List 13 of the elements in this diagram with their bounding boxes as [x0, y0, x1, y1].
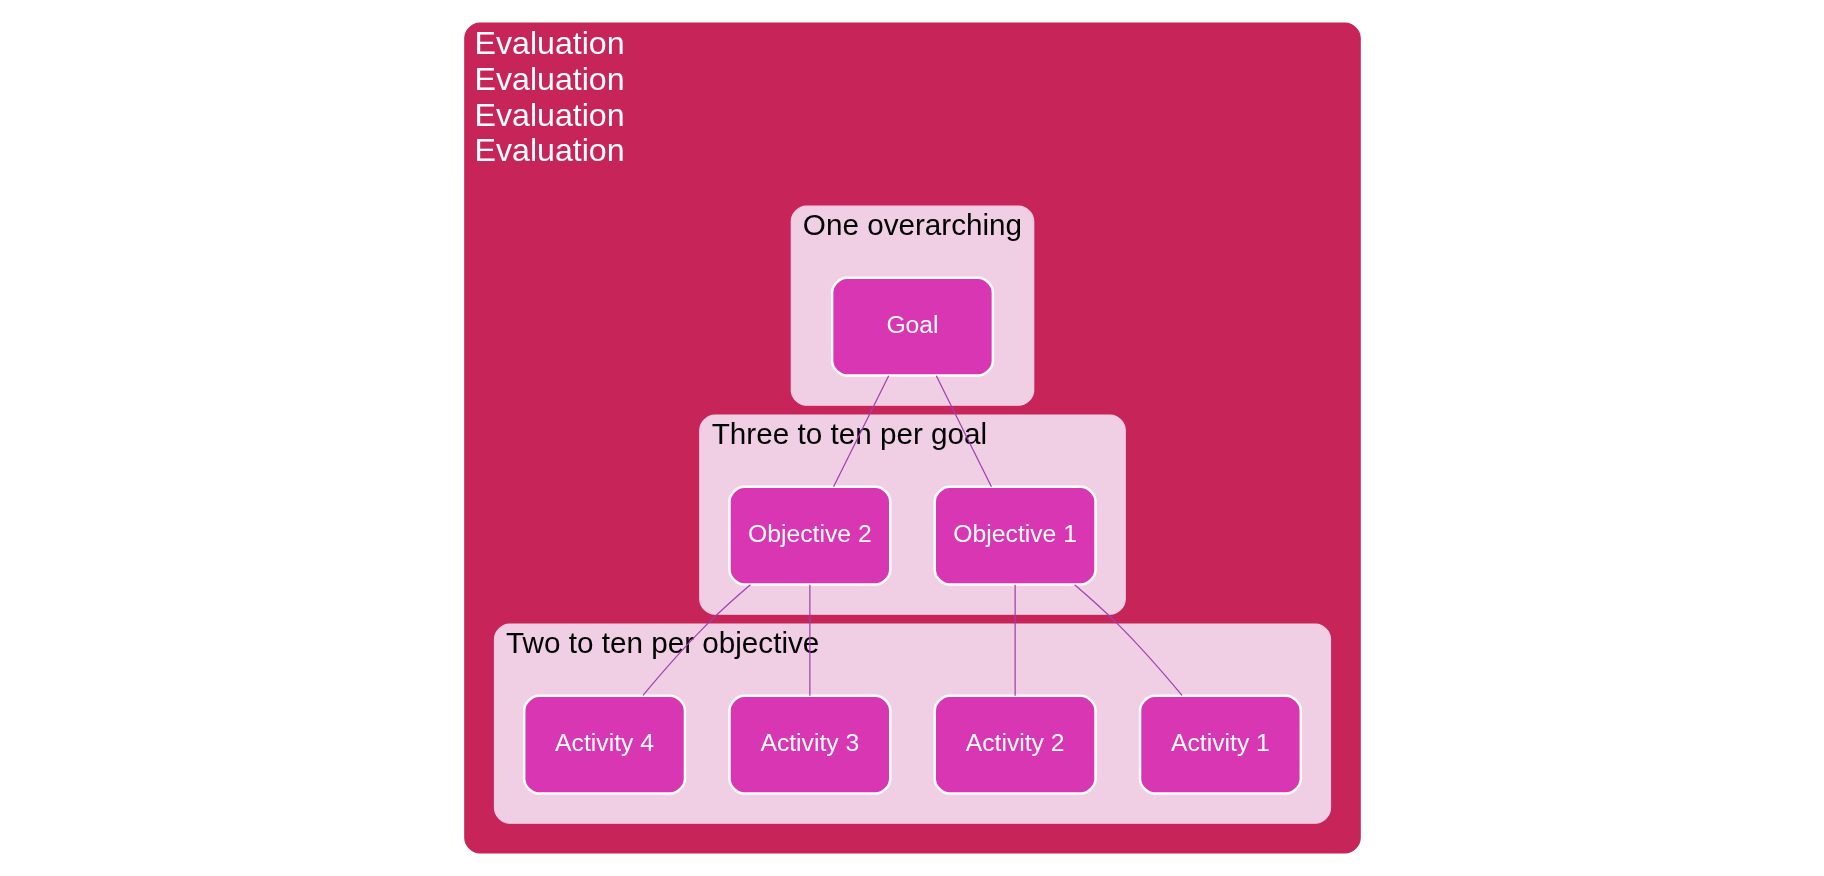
connector	[1014, 584, 1016, 697]
connector	[935, 375, 992, 488]
node-box: Objective 1	[933, 485, 1097, 586]
connector	[641, 584, 751, 697]
node-box: Activity 1	[1138, 694, 1302, 795]
node-box: Goal	[830, 276, 994, 377]
node-box: Activity 2	[933, 694, 1097, 795]
node-box: Activity 3	[727, 694, 891, 795]
connector	[1073, 584, 1183, 697]
connector	[832, 375, 889, 488]
connector	[808, 584, 810, 697]
node-box: Objective 2	[727, 485, 891, 586]
node-box: Activity 4	[522, 694, 686, 795]
